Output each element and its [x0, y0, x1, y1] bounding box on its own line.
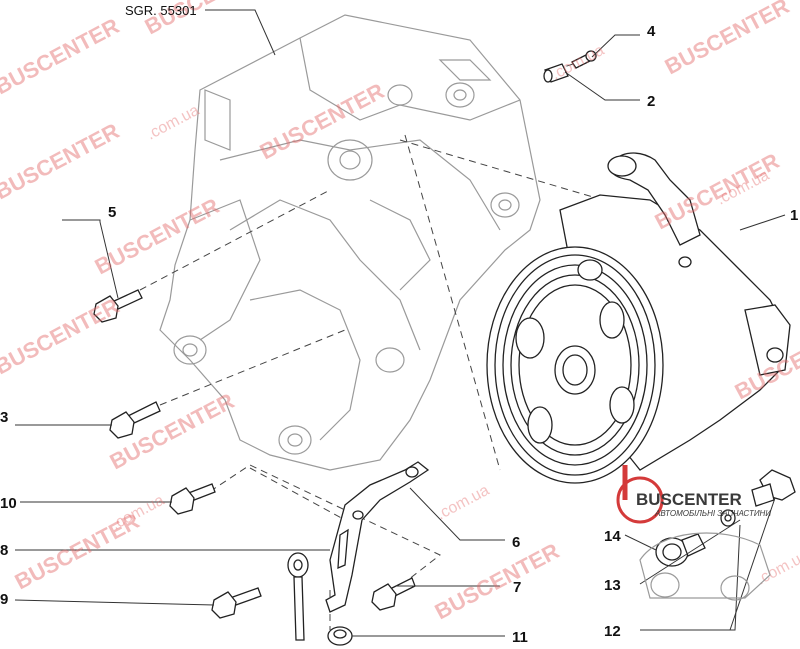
watermark-text: BUSCENTER: [0, 118, 123, 204]
watermark-text: BUSCENTER: [431, 538, 564, 624]
watermark-text: BUSCENTER: [661, 0, 794, 79]
support-bracket-part-6: [325, 461, 430, 613]
watermark-domain: .com.ua: [549, 42, 607, 84]
drawing-labels: SGR. 55301 1 2 3 4 5 6 7 8 9 10 11 12 13…: [0, 3, 798, 646]
callout-7: 7: [513, 579, 521, 596]
callout-11: 11: [512, 629, 528, 646]
bolt-part-5: [93, 289, 143, 323]
bolt-part-3: [109, 401, 161, 439]
callout-6: 6: [512, 534, 520, 551]
watermark-text: BUSCENTER: [0, 293, 123, 379]
flange-bolt-part-7: [371, 577, 416, 611]
callout-12: 12: [604, 623, 621, 640]
buscenter-logo: BUSCENTER АВТОМОБІЛЬНІ ЗАПЧАСТИНИ: [616, 465, 771, 601]
screw-part-4: [571, 50, 597, 69]
logo-name: BUSCENTER: [636, 490, 742, 509]
watermark-text: BUSCENTER: [0, 13, 123, 99]
callout-9: 9: [0, 591, 8, 608]
callout-14: 14: [604, 528, 621, 545]
callout-8: 8: [0, 542, 8, 559]
banjo-bolt-part-12: [751, 469, 796, 507]
watermark-domain: .com.ua: [434, 482, 492, 524]
drawing-code: SGR. 55301: [125, 3, 197, 18]
callout-3: 3: [0, 409, 8, 426]
eye-bolt-part-8: [287, 552, 309, 641]
callout-2: 2: [647, 93, 655, 110]
nut-part-11: [327, 626, 353, 646]
callout-1: 1: [790, 207, 798, 224]
callout-5: 5: [108, 204, 116, 221]
power-steering-pump: [486, 152, 791, 484]
flange-bolt-part-10: [169, 483, 216, 515]
callout-13: 13: [604, 577, 621, 594]
flange-bolt-part-9: [211, 587, 262, 619]
watermark-domain: .com.ua: [144, 102, 202, 144]
dowel-pin-part-2: [543, 63, 569, 83]
watermark-text: BUSCENTER: [256, 78, 389, 164]
washer-part-13: [720, 509, 736, 527]
callout-4: 4: [647, 23, 656, 40]
leader-lines: [14, 9, 786, 637]
callout-10: 10: [0, 495, 17, 512]
assembly-lines: [139, 54, 621, 630]
logo-tagline: АВТОМОБІЛЬНІ ЗАПЧАСТИНИ: [654, 509, 771, 518]
bush-part-14: [655, 533, 706, 567]
watermark-domain: .com.ua: [754, 547, 800, 589]
engine-bracket-outline: [159, 14, 541, 471]
